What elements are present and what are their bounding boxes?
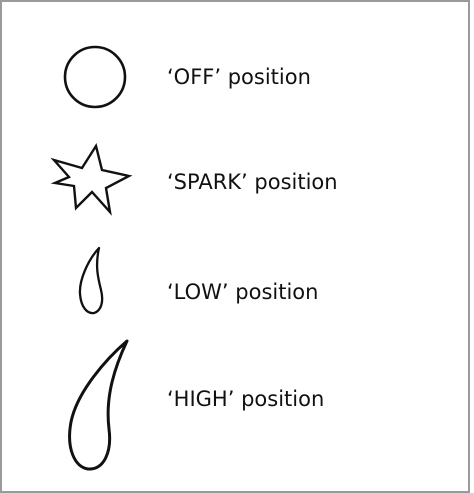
legend-label-high: ‘HIGH’ position — [167, 387, 325, 411]
small-flame-icon — [32, 242, 152, 342]
legend-label-low: ‘LOW’ position — [167, 280, 319, 304]
legend-item-off: ‘OFF’ position — [2, 27, 472, 127]
legend-label-spark: ‘SPARK’ position — [167, 170, 338, 194]
star-spark-icon — [32, 132, 152, 232]
legend-item-high: ‘HIGH’ position — [2, 337, 472, 477]
large-flame-icon — [32, 337, 152, 477]
circle-icon — [32, 27, 152, 127]
legend-label-off: ‘OFF’ position — [167, 65, 311, 89]
legend-item-low: ‘LOW’ position — [2, 242, 472, 342]
legend-item-spark: ‘SPARK’ position — [2, 132, 472, 232]
